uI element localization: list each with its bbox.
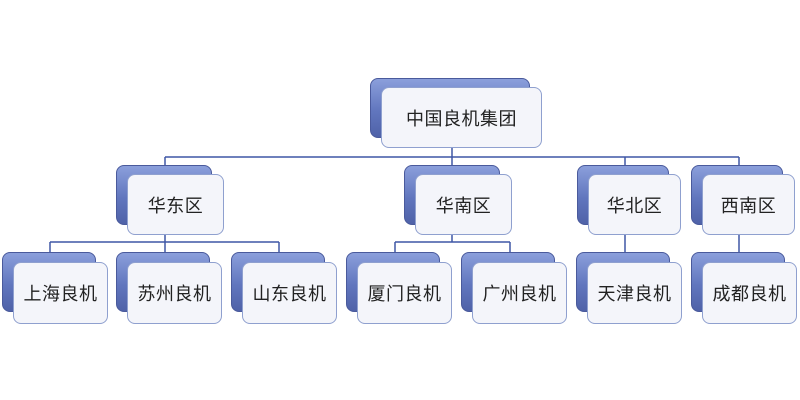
root-node-label: 中国良机集团 bbox=[381, 87, 542, 148]
root-node: 中国良机集团 bbox=[370, 78, 542, 148]
region-node-label: 华东区 bbox=[127, 174, 224, 235]
branch-node-label: 成都良机 bbox=[702, 262, 797, 324]
branch-node-suzhou: 苏州良机 bbox=[116, 252, 222, 324]
branch-node-label: 天津良机 bbox=[587, 262, 682, 324]
branch-node-label: 山东良机 bbox=[242, 262, 337, 324]
branch-node-guangzhou: 广州良机 bbox=[461, 252, 567, 324]
region-node-label: 西南区 bbox=[702, 174, 795, 235]
region-node-label: 华北区 bbox=[588, 174, 681, 235]
region-node-label: 华南区 bbox=[415, 174, 512, 235]
region-node-southwest: 西南区 bbox=[691, 165, 795, 235]
branch-node-label: 厦门良机 bbox=[357, 262, 452, 324]
branch-node-chengdu: 成都良机 bbox=[691, 252, 797, 324]
branch-node-label: 广州良机 bbox=[472, 262, 567, 324]
branch-node-shandong: 山东良机 bbox=[231, 252, 337, 324]
branch-node-xiamen: 厦门良机 bbox=[346, 252, 452, 324]
branch-node-tianjin: 天津良机 bbox=[576, 252, 682, 324]
region-node-east: 华东区 bbox=[116, 165, 224, 235]
branch-node-shanghai: 上海良机 bbox=[2, 252, 108, 324]
region-node-north: 华北区 bbox=[577, 165, 681, 235]
region-node-south: 华南区 bbox=[404, 165, 512, 235]
branch-node-label: 上海良机 bbox=[13, 262, 108, 324]
branch-node-label: 苏州良机 bbox=[127, 262, 222, 324]
